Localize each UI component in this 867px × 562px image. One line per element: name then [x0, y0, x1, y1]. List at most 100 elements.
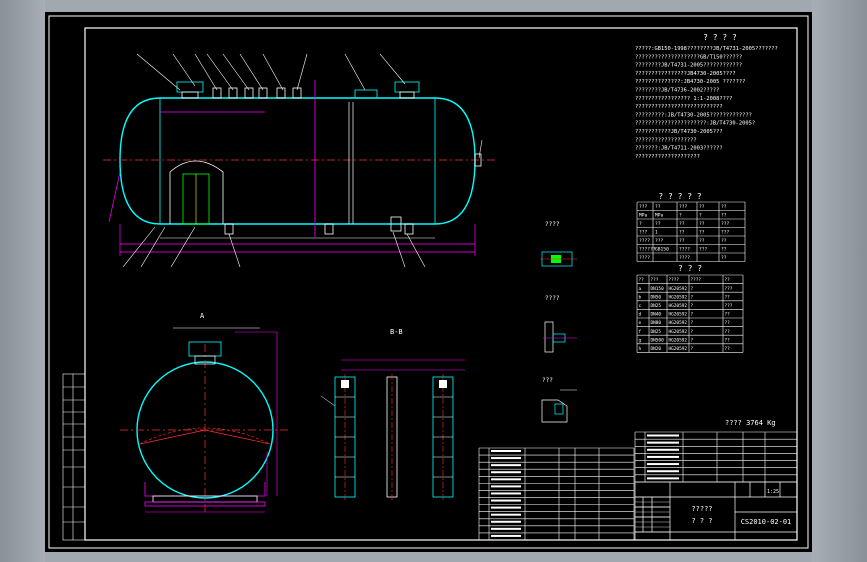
nozzle-table-cell: g [639, 338, 642, 343]
design-table-cell: ??? [655, 238, 664, 244]
design-table-cell: MPa [639, 213, 648, 219]
left-scroll-area[interactable] [0, 0, 45, 562]
nozzle-table-cell: b [639, 294, 642, 300]
side-view-label: A [200, 312, 205, 320]
upper-parts-entry [647, 455, 679, 458]
design-table-cell: ?? [699, 238, 705, 244]
design-table-cell: ??? [721, 221, 730, 227]
nozzle-table-cell: h [639, 346, 642, 352]
design-table-cell: ??? [679, 204, 688, 210]
design-table-cell: ?? [699, 230, 705, 236]
design-table-cell: ?? [679, 221, 685, 227]
nozzle-table-cell: DN25 [651, 303, 662, 309]
viewport-top-edge [0, 0, 867, 12]
cad-drawing[interactable]: ? ? ? ? ?????:GB150-1998????????JB/T4731… [45, 12, 812, 552]
parts-list-entry [491, 513, 521, 516]
note-line: ?????????:JB/T4730-2005????????????? [635, 112, 752, 118]
note-line: ??????????????:JB4730-2005 ??????? [635, 79, 745, 85]
drawing-canvas[interactable]: ? ? ? ? ?????:GB150-1998????????JB/T4731… [45, 12, 812, 552]
parts-list-entry [491, 506, 521, 509]
nozzle-table-cell: ? [691, 329, 694, 335]
detail-views: ???? ???? ??? [540, 221, 577, 423]
support-view[interactable]: B-B [320, 328, 465, 502]
parts-list-entry [491, 478, 521, 481]
parts-list-entry [491, 471, 521, 474]
design-table-cell: ?? [721, 213, 727, 219]
nozzle-table-cell: DN150 [651, 286, 665, 292]
design-table-cell: ?? [721, 255, 727, 261]
upper-parts-table [634, 431, 798, 483]
nozzle-table-cell: ???? [669, 277, 680, 283]
nozzle-table-cell: ?? [725, 294, 731, 300]
note-line: ?????:GB150-1998????????JB/T4731-2005???… [635, 46, 778, 52]
nozzle-table-cell: a [639, 287, 642, 292]
nozzle-table-cell: ?? [725, 329, 731, 335]
design-table-cell: ?? [699, 204, 705, 210]
vessel-side-view[interactable]: A [120, 312, 290, 513]
detail-2-label: ???? [545, 295, 560, 302]
note-line: ????????????????JB4730-2005???? [635, 71, 736, 77]
nozzle-table-cell: ?? [639, 277, 645, 283]
design-table-cell: ?? [655, 221, 661, 227]
nozzle-table-cell: ???? [691, 277, 702, 283]
design-table-cell: ???? [639, 238, 650, 244]
left-margin-table [62, 373, 86, 541]
note-line: ??????????????????? [635, 137, 697, 143]
nozzle-table-cell: ? [691, 337, 694, 343]
detail-3-label: ??? [542, 377, 553, 384]
nozzle-table-cell: HG20592 [669, 294, 688, 300]
title-block-sub: ? ? ? [691, 517, 712, 525]
upper-parts-entry [647, 477, 679, 480]
upper-parts-entry [647, 434, 679, 437]
design-table-cell: ???? [679, 247, 690, 253]
note-line: ??????????????????????:JB/T4730-2005? [635, 121, 755, 127]
vessel-shell [119, 97, 476, 225]
nozzle-table-cell: DN20 [651, 346, 662, 352]
nozzle-table-cell: ??? [725, 286, 733, 292]
weight-label: ???? 3764 Kg [725, 419, 776, 427]
nozzle-table-cell: DN25 [651, 329, 662, 335]
drawing-number: CS2010-02-01 [741, 518, 792, 526]
note-line: ????????JB/T4731-2005???????????? [635, 63, 742, 69]
inner-border [84, 27, 798, 541]
note-line: ???????:JB/T4711-2003?????? [635, 146, 723, 152]
parts-list-entry [491, 520, 521, 523]
right-scroll-area[interactable] [812, 0, 867, 562]
nozzle-table-cell: ? [691, 303, 694, 309]
nozzle-table-cell: DN40 [651, 312, 662, 318]
design-table-title: ? ? ? ? ? [658, 192, 702, 201]
nozzle-table-cell: HG20592 [669, 303, 688, 309]
nozzle-table-cell: ? [691, 320, 694, 326]
design-table-cell: GB150 [655, 247, 669, 253]
top-nozzles [176, 81, 482, 167]
nozzle-table-cell: HG20592 [669, 320, 688, 326]
nozzle-table-cell: ?? [725, 312, 731, 318]
support-view-label: B-B [390, 328, 403, 336]
note-line: ???????????JB/T4730-2005??? [635, 129, 723, 135]
design-table-cell: ???? [639, 255, 650, 261]
upper-parts-entry [647, 441, 679, 444]
vessel-front-view[interactable] [103, 53, 495, 268]
nozzle-table-cell: d [639, 312, 642, 318]
parts-list-entry [491, 464, 521, 467]
parts-list-entry [491, 485, 521, 488]
outer-border [48, 15, 809, 549]
notes-title: ? ? ? ? [703, 33, 737, 42]
parts-list-entry [491, 492, 521, 495]
nozzle-table-cell: DN500 [651, 337, 665, 343]
nozzle-table-cell: ??? [651, 277, 659, 283]
drawing-scale: 1:25 [767, 489, 779, 495]
nozzle-table-cell: ?? [725, 320, 731, 326]
parts-list-table [478, 447, 635, 541]
design-table-cell: ?? [721, 247, 727, 253]
design-table-cell: ??? [721, 230, 730, 236]
nozzle-table-cell: ? [691, 286, 694, 292]
nozzle-table-cell: ? [691, 346, 694, 352]
revision-table [635, 496, 670, 533]
nozzle-table-cell: ?? [725, 346, 731, 352]
nozzle-table-cell: c [639, 304, 642, 309]
design-table-cell: ?? [721, 204, 727, 210]
nozzle-table-cell: ? [691, 312, 694, 318]
note-line: ????????JB/T4736-2002????? [635, 88, 719, 94]
